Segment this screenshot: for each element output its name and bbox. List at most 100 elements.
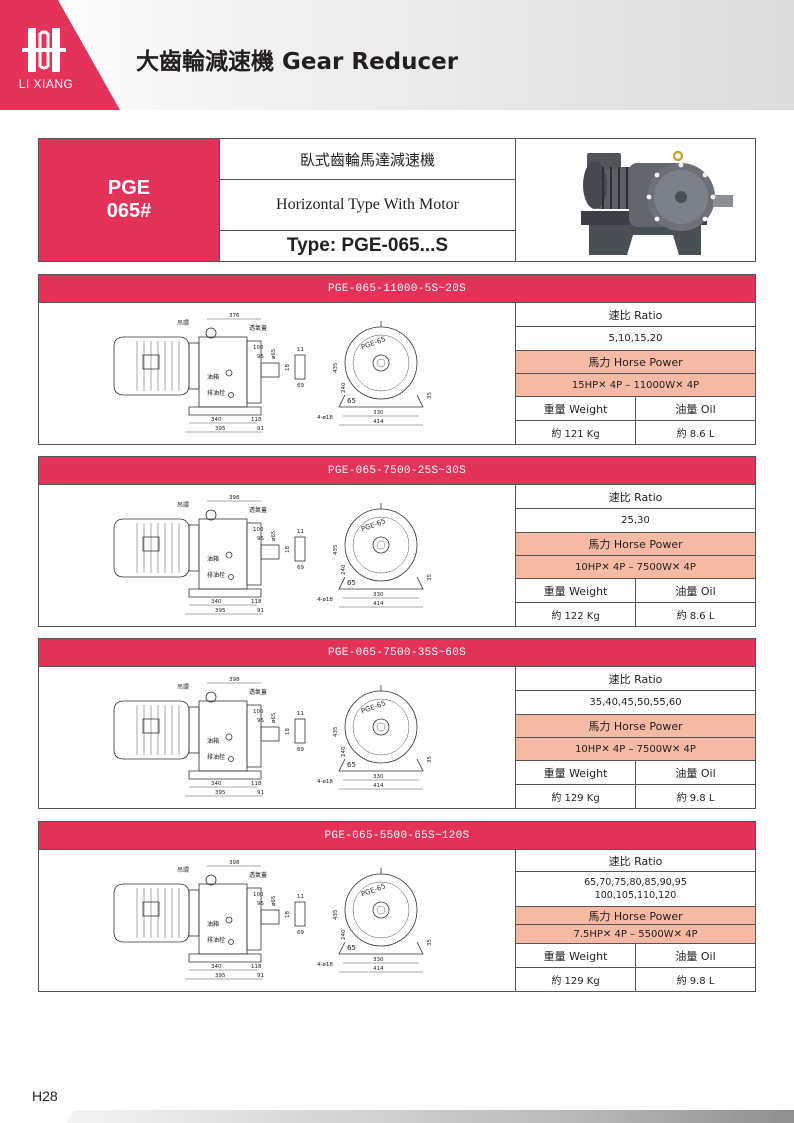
ratio-label: 速比 Ratio: [608, 308, 663, 322]
hp-value: 7.5HP✕ 4P – 5500W✕ 4P: [516, 925, 755, 944]
dim-69: 69: [297, 930, 304, 936]
ratio-value: 25,30: [516, 509, 755, 533]
label-vent-cover: 透氣蓋: [249, 871, 267, 879]
key-detail: [294, 901, 306, 927]
hp-label: 馬力 Horse Power: [588, 356, 683, 369]
ratio-label: 速比 Ratio: [608, 490, 663, 504]
dim-240: 240: [341, 564, 347, 575]
ratio-value-line2: 100,105,110,120: [594, 890, 677, 901]
motor-body: [113, 883, 190, 943]
front-badge-text: PGE-65: [360, 882, 387, 898]
output-shaft: [260, 544, 280, 560]
label-drain-plug: 排油栓: [207, 936, 225, 944]
motor-flange: [188, 889, 200, 937]
dim-240: 240: [341, 746, 347, 757]
section-title: PGE-065-5500-65S~120S: [39, 822, 755, 850]
model-badge: PGE 065#: [39, 139, 219, 261]
dim-435: 435: [333, 726, 339, 737]
terminal-box: [142, 901, 160, 917]
front-shaft: [372, 354, 390, 372]
hp-header: 馬力 Horse Power: [516, 907, 755, 925]
dim-65-base: 65: [347, 944, 356, 952]
front-base: [338, 394, 424, 408]
weight-oil-values: 約 121 Kg 約 8.6 L: [516, 421, 755, 444]
weight-oil-header: 重量 Weight 油量 Oil: [516, 944, 755, 968]
dim-100: 100: [253, 345, 264, 351]
dim-435: 435: [333, 362, 339, 373]
label-lift-ring: 吊環: [177, 502, 189, 509]
dim-35: 35: [427, 392, 433, 399]
header-band: [0, 0, 794, 110]
dim-435: 435: [333, 544, 339, 555]
product-info-block: PGE 065# 臥式齒輪馬達減速機 Horizontal Type With …: [38, 138, 756, 262]
dim-395: 395: [215, 426, 226, 432]
weight-value: 約 122 Kg: [551, 611, 600, 622]
weight-oil-values: 約 122 Kg 約 8.6 L: [516, 603, 755, 626]
dim-435: 435: [333, 909, 339, 920]
dim-240: 240: [341, 382, 347, 393]
hp-header: 馬力 Horse Power: [516, 533, 755, 556]
lixiang-logo-icon: [22, 28, 66, 72]
dim-100: 100: [253, 892, 264, 898]
page-number: H28: [32, 1088, 58, 1104]
oil-label: 油量 Oil: [635, 397, 755, 420]
oil-label: 油量 Oil: [635, 761, 755, 784]
dim-65-base: 65: [347, 579, 356, 587]
dim-35: 35: [427, 574, 433, 581]
front-inner-ring: [352, 516, 410, 574]
dim-91: 91: [257, 426, 264, 432]
label-vent-cover: 透氣蓋: [249, 324, 267, 332]
spec-table: 速比 Ratio 5,10,15,20 馬力 Horse Power 15HP✕…: [516, 303, 755, 444]
ratio-value-lines: 65,70,75,80,85,90,95 100,105,110,120: [584, 876, 687, 902]
ratio-value-line1: 65,70,75,80,85,90,95: [584, 877, 687, 888]
dim-69: 69: [297, 747, 304, 753]
weight-oil-header: 重量 Weight 油量 Oil: [516, 579, 755, 603]
label-oil-gauge: 油箱: [207, 920, 219, 928]
oil-gauge-icon: [225, 369, 233, 377]
front-shaft-bore: [376, 358, 386, 368]
front-shaft: [372, 901, 390, 919]
dim-95: 95: [257, 536, 264, 542]
key-detail: [294, 718, 306, 744]
output-shaft: [260, 909, 280, 925]
base-plate: [188, 770, 262, 780]
front-badge-text: PGE-65: [360, 699, 387, 715]
dim-18: 18: [285, 546, 291, 553]
base-plate: [188, 406, 262, 416]
dim-340: 340: [211, 599, 222, 605]
weight-label: 重量 Weight: [543, 402, 608, 416]
dim-11: 11: [297, 347, 304, 353]
oil-label: 油量 Oil: [635, 944, 755, 967]
ratio-value: 35,40,45,50,55,60: [516, 691, 755, 715]
dim-330: 330: [373, 592, 384, 598]
weight-label: 重量 Weight: [543, 949, 608, 963]
dim-11: 11: [297, 529, 304, 535]
hp-label: 馬力 Horse Power: [588, 720, 683, 733]
dim-65: ø65: [271, 712, 277, 723]
ratio-header: 速比 Ratio: [516, 850, 755, 872]
drain-plug-icon: [228, 574, 234, 580]
dim-330: 330: [373, 774, 384, 780]
dim-118: 118: [251, 964, 262, 970]
dim-340: 340: [211, 781, 222, 787]
terminal-box: [142, 354, 160, 370]
dim-65-base: 65: [347, 761, 356, 769]
key-detail: [294, 354, 306, 380]
terminal-box: [142, 536, 160, 552]
oil-gauge-icon: [225, 916, 233, 924]
dim-top: 398: [229, 860, 240, 866]
oil-value: 約 8.6 L: [635, 421, 755, 444]
label-vent-cover: 透氣蓋: [249, 688, 267, 696]
oil-label: 油量 Oil: [635, 579, 755, 602]
weight-label: 重量 Weight: [543, 766, 608, 780]
weight-oil-header: 重量 Weight 油量 Oil: [516, 761, 755, 785]
oil-gauge-icon: [225, 733, 233, 741]
base-plate: [188, 588, 262, 598]
label-oil-gauge: 油箱: [207, 555, 219, 563]
weight-value: 約 121 Kg: [551, 429, 600, 440]
hp-value: 10HP✕ 4P – 7500W✕ 4P: [516, 738, 755, 761]
